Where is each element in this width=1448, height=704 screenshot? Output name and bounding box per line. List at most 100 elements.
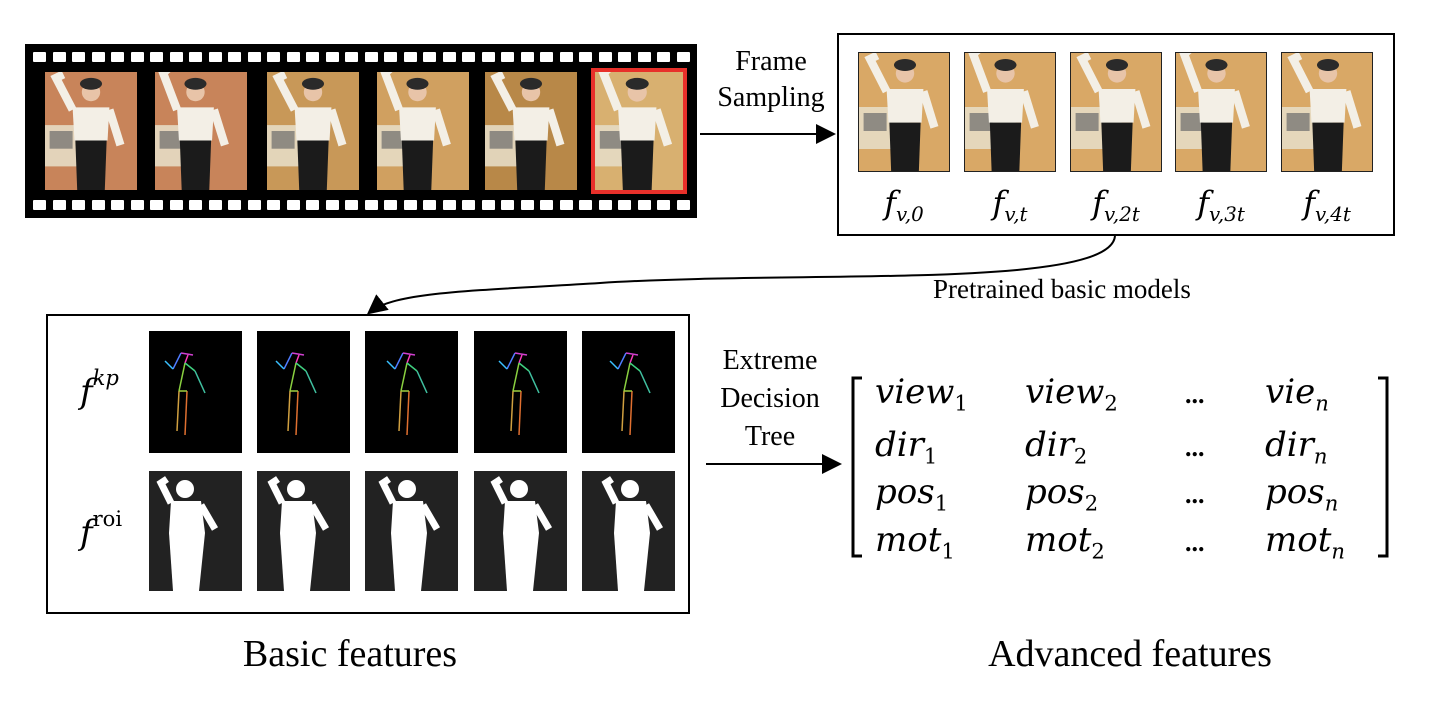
frame-label-base: f [1197,184,1210,222]
roi-sup: roi [92,506,123,531]
film-frame-highlighted [591,68,687,194]
roi-mask [149,471,242,591]
film-hole [345,52,358,62]
film-hole [579,52,592,62]
matrix-cell-base: pos [1265,472,1325,512]
film-hole [501,200,514,210]
sampled-frame-image [1070,52,1162,172]
edt-line1: Extreme [722,345,818,376]
film-hole [72,200,85,210]
film-hole [520,52,534,62]
film-hole [384,52,397,62]
matrix-cell-base: mot [875,520,942,560]
frame-sampling-line1: Frame [735,46,807,77]
matrix-cell-base: ... [1185,380,1205,409]
film-hole [247,200,261,210]
film-hole [208,200,222,210]
frame-label-sub: v,t [1004,202,1028,226]
film-hole [540,200,553,210]
matrix-cell-sub: n [1315,390,1329,416]
film-hole [384,200,397,210]
roi-mask [257,471,350,591]
film-hole [169,52,183,62]
matrix-cell-base: pos [875,472,935,512]
kp-sup: kp [92,365,119,390]
matrix-cell-base: vie [1265,372,1316,412]
sampled-frame-image [858,52,950,172]
film-frame [155,72,247,190]
film-hole [364,200,378,210]
film-hole [364,52,378,62]
matrix-cell: ... [1185,433,1205,463]
film-hole [33,200,46,210]
film-hole [52,52,66,62]
frame-label-sub: v,4t [1315,202,1351,226]
film-hole [657,200,670,210]
film-hole [91,200,105,210]
keypoint-map [257,331,350,453]
film-hole [637,52,651,62]
film-hole [130,52,144,62]
film-hole [423,200,436,210]
film-hole [462,52,475,62]
basic-features-caption: Basic features [242,633,458,675]
matrix-cell-sub: 1 [934,490,949,516]
matrix-cell: ... [1185,380,1205,410]
sampled-frame-image [1281,52,1373,172]
film-hole [228,52,241,62]
film-hole [598,200,612,210]
matrix-cell-sub: 1 [954,390,968,416]
frame-label-base: f [992,184,1005,222]
matrix-cell-base: dir [875,425,924,465]
matrix-cell-sub: 2 [1091,538,1105,564]
matrix-cell: ... [1185,528,1205,558]
film-hole [481,200,495,210]
roi-mask [365,471,458,591]
edt-line2: Decision [720,383,820,414]
keypoint-map [149,331,242,453]
matrix-cell-base: mot [1265,520,1332,560]
film-hole [618,200,631,210]
kp-base: f [80,371,93,412]
edt-label: Extreme Decision Tree [700,342,840,456]
film-hole [306,52,319,62]
roi-mask [582,471,675,591]
matrix-cell: dirn [1265,425,1327,468]
matrix-cell: dir1 [875,425,937,468]
matrix-cell: dir2 [1025,425,1087,468]
frame-label-base: f [1092,184,1105,222]
film-hole [306,200,319,210]
sampled-frame-label: fv,t [958,184,1062,226]
sampled-frame-label: fv,2t [1064,184,1168,226]
matrix-cell-base: ... [1185,480,1205,509]
film-hole [111,200,124,210]
film-hole [676,52,690,62]
film-hole [559,200,573,210]
film-hole [676,200,690,210]
film-hole [618,52,631,62]
matrix-cell-sub: 2 [1084,490,1099,516]
pretrained-models-label: Pretrained basic models [933,274,1191,304]
frame-label-sub: v,3t [1209,202,1245,226]
film-hole [267,52,280,62]
frame-label-base: f [1303,184,1316,222]
sampled-frame-image [1175,52,1267,172]
matrix-cell-base: dir [1025,425,1074,465]
matrix-cell-sub: 1 [941,538,955,564]
keypoint-map [474,331,567,453]
matrix-cell-sub: 2 [1104,390,1118,416]
film-hole [403,200,417,210]
film-hole [150,52,163,62]
film-hole [130,200,144,210]
film-frame [485,72,577,190]
film-hole [189,200,202,210]
film-hole [267,200,280,210]
frame-sampling-line2: Sampling [717,82,825,113]
matrix-cell-base: mot [1025,520,1092,560]
matrix-cell-base: pos [1025,472,1085,512]
matrix-cell-base: dir [1265,425,1314,465]
matrix-cell: ... [1185,480,1205,510]
film-frame [377,72,469,190]
sampled-frame-label: fv,0 [852,184,956,226]
